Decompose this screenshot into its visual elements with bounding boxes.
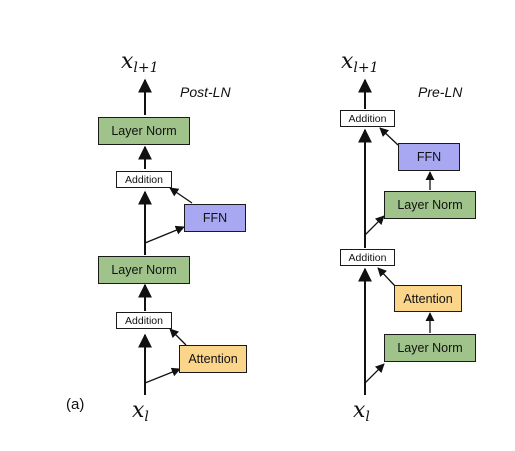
pre-ln-arrow-ffn-to-add (379, 127, 399, 146)
post-ln-arrow-ffn-to-add (169, 187, 193, 204)
pre-ln-input-label: xl (353, 398, 370, 425)
pre-ln-addition-bottom: Addition (340, 249, 395, 266)
pre-ln-layer-norm-upper: Layer Norm (384, 191, 476, 219)
pre-ln-attention: Attention (394, 285, 462, 312)
post-ln-title: Post-LN (180, 84, 231, 100)
post-ln-output-label: xl+1 (121, 49, 159, 76)
post-ln-addition-bottom: Addition (116, 312, 172, 329)
post-ln-attention: Attention (179, 345, 247, 373)
pre-ln-arrow-to-ln-upper (364, 215, 385, 236)
post-ln-layer-norm-mid: Layer Norm (98, 256, 190, 284)
pre-ln-title: Pre-LN (418, 84, 463, 100)
pre-ln-arrow-attention-to-add (377, 267, 396, 287)
post-ln-arrow-attention-to-add (169, 328, 187, 346)
pre-ln-output-label: xl+1 (341, 49, 379, 76)
post-ln-input-label: xl (132, 398, 149, 425)
figure-label: (a) (66, 396, 85, 413)
post-ln-addition-top: Addition (116, 171, 172, 188)
post-ln-arrow-to-ffn (144, 225, 185, 244)
post-ln-ffn: FFN (184, 204, 246, 232)
pre-ln-arrow-to-ln-lower (364, 363, 385, 384)
pre-ln-addition-top: Addition (340, 110, 395, 127)
post-ln-layer-norm-top: Layer Norm (98, 117, 190, 145)
post-ln-arrow-to-attention (144, 367, 181, 384)
pre-ln-ffn: FFN (398, 143, 460, 171)
pre-ln-layer-norm-lower: Layer Norm (384, 334, 476, 362)
